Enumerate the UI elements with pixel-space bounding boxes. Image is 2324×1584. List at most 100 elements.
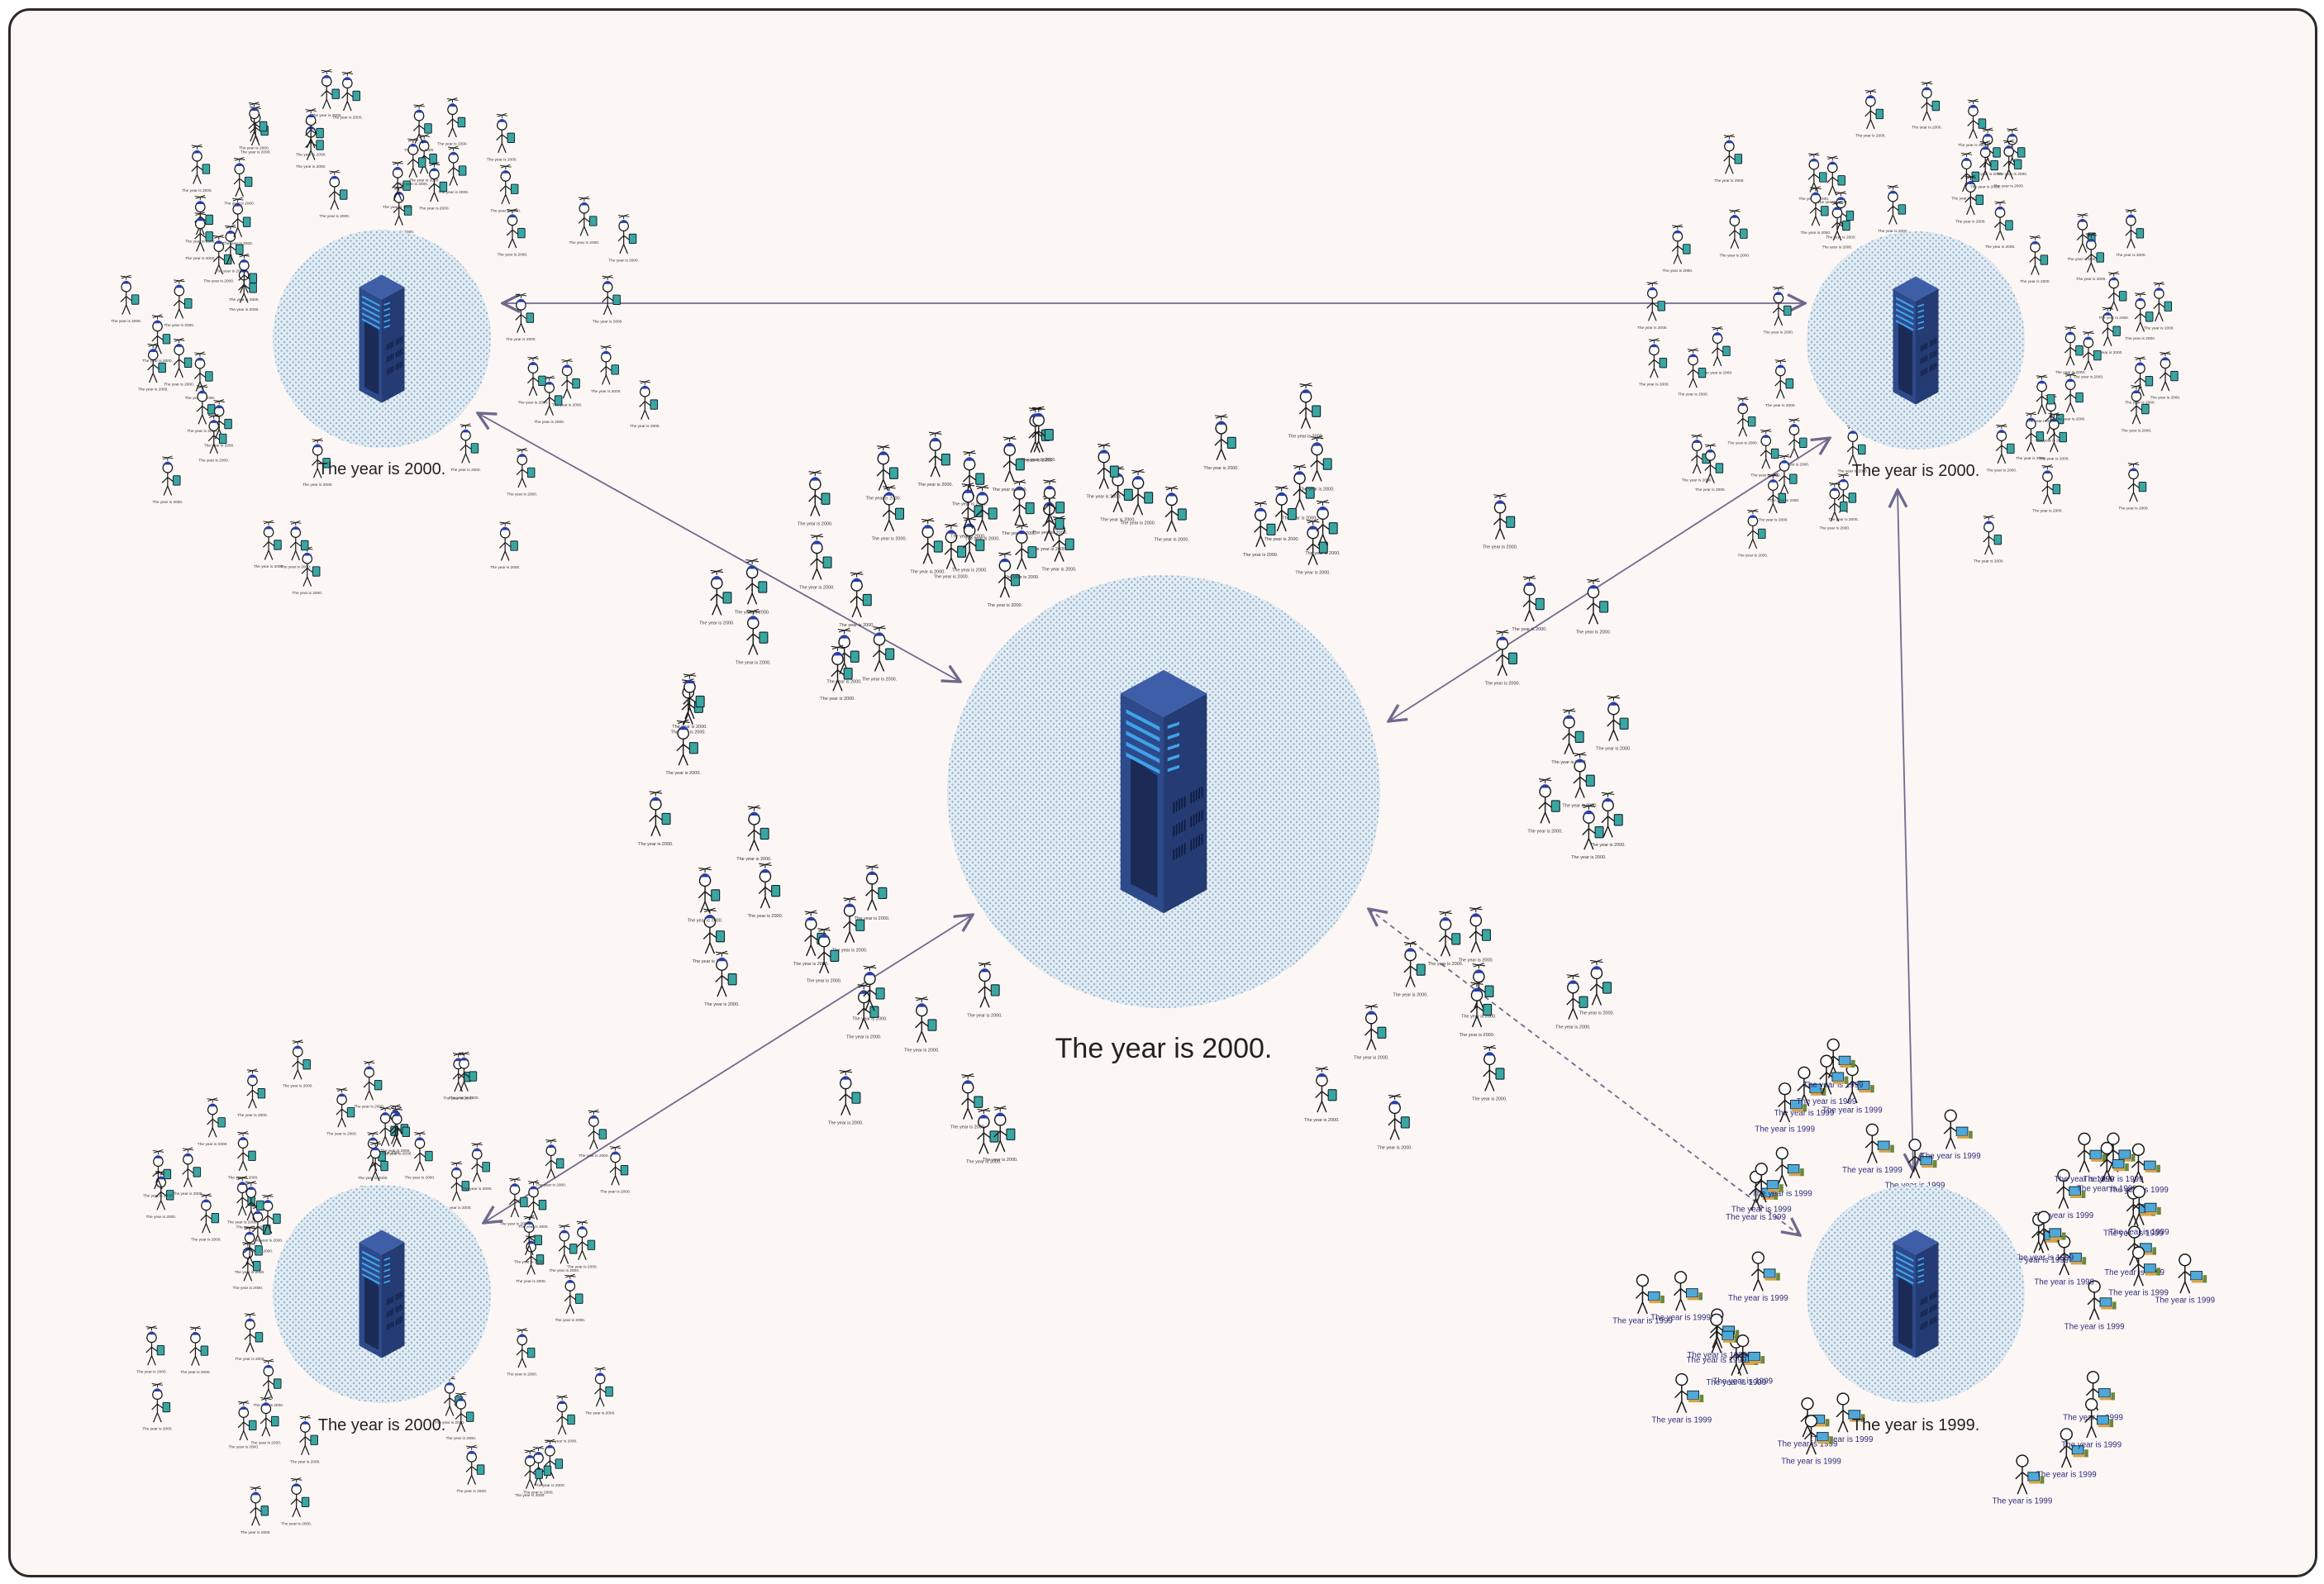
propeller-hat-icon [1483,1044,1497,1056]
tablet-icon [661,812,671,825]
user-figure: The year is 2000. [290,1415,321,1464]
propeller-hat-icon [1831,201,1843,210]
propeller-hat-icon [1469,906,1483,917]
propeller-hat-icon [1837,473,1850,483]
user-label: The year is 2000. [630,424,660,429]
tablet-icon [1327,1089,1337,1101]
user-label: The year is 2000. [1021,458,1056,463]
propeller-hat-icon [883,485,896,496]
user-label: The year is 2000. [198,1142,228,1147]
user-figure: The year is 1999 [2155,1253,2215,1306]
user-label: The year is 1999 [1731,1206,1792,1215]
user-label: The year is 2000. [450,468,481,473]
computer-icon [1685,1288,1703,1301]
tablet-icon [1006,1128,1016,1141]
computer-icon [2112,1158,2129,1172]
user-label: The year is 2000. [281,1521,312,1526]
user-label: The year is 2000. [2020,279,2050,284]
user-label: The year is 2000. [992,488,1027,492]
server [1893,1230,1939,1358]
user-label: The year is 2000. [409,178,440,183]
propeller-hat-icon [961,483,975,493]
propeller-hat-icon [579,196,590,206]
user-label: The year is 2000. [507,492,537,497]
user-figure: The year is 2000. [1377,1093,1412,1150]
user-label: The year is 2000. [950,535,986,540]
computer-icon [2089,1149,2107,1162]
user-figure: The year is 2000. [507,1328,537,1377]
tablet-icon [402,1126,410,1138]
user-figure: The year is 1999 [1993,1454,2052,1506]
user-label: The year is 2000. [1203,466,1239,471]
user-label: The year is 1999 [2061,1440,2122,1449]
tablet-icon [2007,443,2015,454]
propeller-hat-icon [250,1486,262,1496]
user-figure: The year is 2000. [839,571,874,628]
tablet-icon [2059,431,2068,443]
tablet-icon [567,1414,575,1425]
user-figure: The year is 2000. [253,1358,283,1408]
tablet-icon [183,357,193,368]
user-label: The year is 2000. [198,458,229,463]
user-label: The year is 2000. [1678,392,1708,397]
user-label: The year is 2000. [585,1411,616,1416]
user-label: The year is 2000. [145,1215,176,1220]
user-figure: The year is 2000. [518,1180,549,1230]
user-figure: The year is 2000. [967,961,1002,1018]
user-crowd: The year is 2000. The year is 2000. The ye… [1637,81,2180,564]
tablet-icon [758,581,768,593]
propeller-hat-icon [1983,515,1995,525]
tablet-icon [461,1181,470,1192]
user-label: The year is 1999 [1803,1081,1864,1090]
user-label: The year is 2000. [1459,958,1494,963]
user-figure: The year is 2000. [235,1225,264,1275]
user-figure: The year is 2000. [992,435,1027,492]
propeller-hat-icon [236,1176,248,1186]
tablet-icon [526,1347,536,1358]
propeller-hat-icon [683,673,697,684]
user-label: The year is 2000. [404,148,435,153]
propeller-hat-icon [556,1395,568,1405]
user-crowd: The year is 2000.The year is 2000.The ye… [136,1039,631,1535]
propeller-hat-icon [245,1180,257,1190]
user-figure: The year is 2000. [437,98,468,146]
user-label: The year is 2000. [1100,518,1136,523]
tablet-icon [207,404,216,415]
tablet-icon [312,566,321,577]
tablet-icon [727,973,737,986]
server [359,274,405,403]
user-label: The year is 2000. [952,502,988,507]
user-figure: The year is 2000. [1460,981,1495,1038]
user-label: The year is 2000. [222,241,253,246]
user-label: The year is 2000. [2074,375,2104,380]
computer-icon [1857,1080,1874,1093]
tablet-icon [316,127,324,139]
user-label: The year is 2000. [111,319,141,324]
user-figure: The year is 2000. [555,1273,585,1323]
propeller-hat-icon [1566,973,1580,984]
tablet-icon [1785,378,1794,389]
tablet-icon [1585,774,1595,787]
user-figure: The year is 2000. [1295,519,1331,576]
tablet-icon [990,984,1000,997]
propeller-hat-icon [329,169,341,179]
propeller-hat-icon [523,1215,535,1225]
user-crowd: The year is 2000. The year is 2000. The ye… [638,383,1631,1164]
propeller-hat-icon [545,1139,557,1148]
node-bottom-left: The year is 2000.The year is 2000.The ye… [136,1039,631,1535]
user-figure: The year is 2000. [419,162,450,212]
propeller-hat-icon [246,1068,259,1078]
user-figure: The year is 1999 [1731,1163,1792,1215]
user-figure: The year is 2000. [693,907,728,964]
propeller-hat-icon [2135,292,2146,302]
user-label: The year is 2000. [1461,1015,1497,1020]
tablet-icon [417,157,426,168]
user-label: The year is 2000. [1032,530,1068,535]
propeller-hat-icon [391,1106,403,1116]
user-label: The year is 2000. [2118,507,2149,511]
propeller-hat-icon [1835,191,1847,200]
user-label: The year is 2000. [1472,1096,1507,1101]
tablet-icon [217,1117,226,1128]
propeller-hat-icon [414,1131,426,1141]
server-icon [1893,1230,1939,1358]
